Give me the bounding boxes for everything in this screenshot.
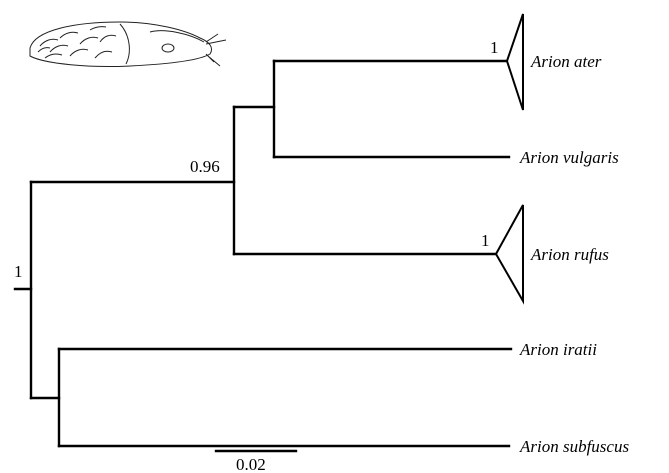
ater-clade-support-value: 1 — [490, 38, 499, 57]
ater-clade-triangle — [505, 13, 524, 111]
slug-icon — [29, 21, 227, 68]
rufus-clade-triangle — [494, 204, 524, 305]
taxon-label-iratii: Arion iratii — [519, 340, 597, 359]
root-support-value: 1 — [14, 262, 23, 281]
rufus-clade-support-value: 1 — [481, 231, 490, 250]
taxon-label-subfuscus: Arion subfuscus — [519, 437, 629, 456]
taxon-label-rufus: Arion rufus — [530, 245, 609, 264]
taxon-label-vulgaris: Arion vulgaris — [519, 148, 619, 167]
taxon-label-ater: Arion ater — [530, 52, 602, 71]
tree-branches — [13, 59, 513, 448]
scale-bar-label: 0.02 — [236, 455, 266, 473]
node-support-value: 0.96 — [190, 157, 220, 176]
